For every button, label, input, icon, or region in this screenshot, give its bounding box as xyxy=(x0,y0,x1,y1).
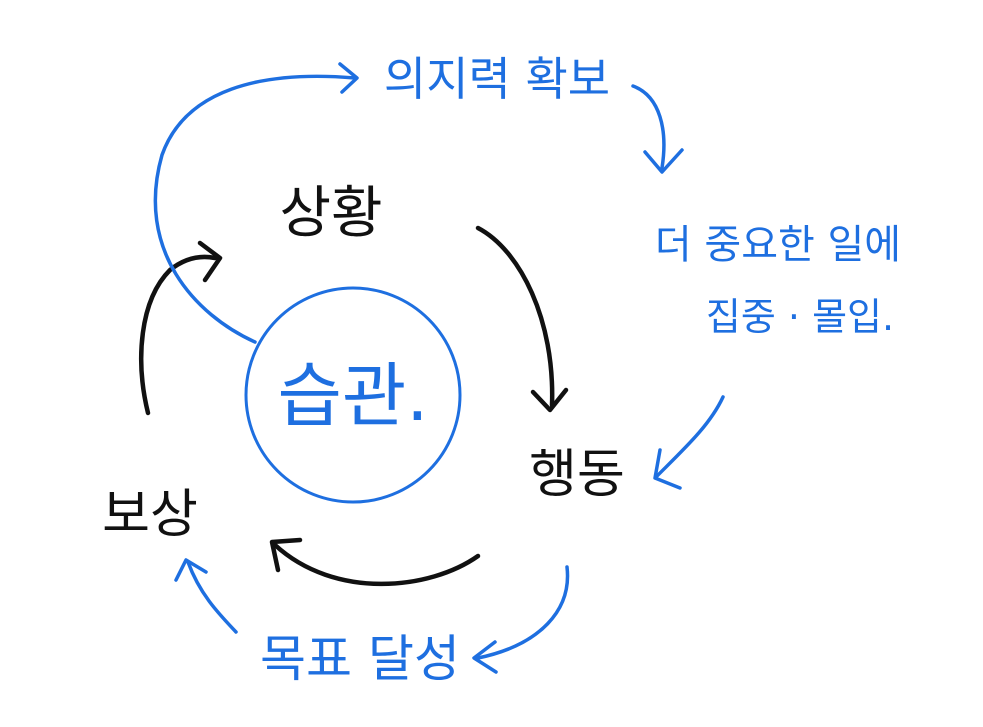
goal-label: 목표 달성 xyxy=(260,630,460,688)
action-to-goal-arrow xyxy=(476,565,570,660)
reward-label: 보상 xyxy=(102,485,198,545)
situation-to-action-arrow xyxy=(475,225,555,408)
focus-to-action-arrowhead xyxy=(653,448,682,490)
willpower-to-focus-arrowhead xyxy=(643,148,684,174)
action-to-goal-arrowhead xyxy=(472,640,498,674)
action-to-reward-arrowhead xyxy=(269,537,303,573)
habit-circle xyxy=(244,286,462,504)
habit-to-willpower-arrowhead xyxy=(338,62,359,94)
willpower-label: 의지력 확보 xyxy=(384,52,610,106)
habit-label: 습관. xyxy=(277,355,428,437)
focus-label-line2: 집중 · 몰입. xyxy=(706,295,894,339)
goal-to-reward-arrowhead xyxy=(174,558,208,582)
action-to-reward-arrow xyxy=(272,542,481,587)
reward-to-situation-arrow xyxy=(139,254,218,416)
focus-label-line1: 더 중요한 일에 xyxy=(655,222,901,268)
focus-to-action-arrow xyxy=(655,395,725,478)
reward-to-situation-arrowhead xyxy=(197,240,223,283)
situation-label: 상황 xyxy=(279,181,382,246)
goal-to-reward-arrow xyxy=(186,560,238,634)
habit-to-willpower-arrow xyxy=(153,74,357,344)
situation-to-action-arrowhead xyxy=(530,387,569,413)
action-label: 행동 xyxy=(529,445,625,505)
willpower-to-focus-arrow xyxy=(631,84,666,170)
